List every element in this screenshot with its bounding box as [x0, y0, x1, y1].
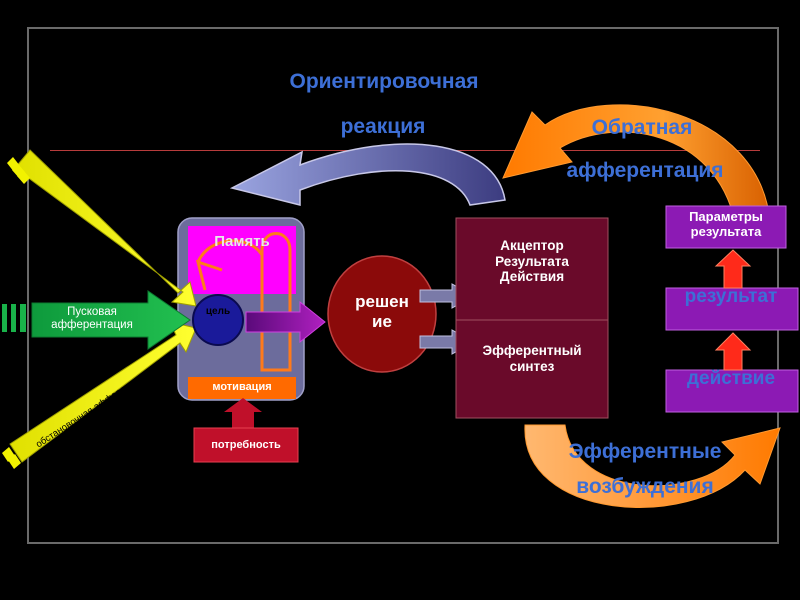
action-label: действие: [686, 368, 776, 389]
feedback-label-2: афферентация: [566, 159, 724, 182]
goal-label: цель: [205, 306, 231, 317]
acceptor-box: [455, 217, 609, 321]
trigger-label-2: афферентация: [51, 319, 133, 332]
goal-to-decision-arrow: [245, 300, 326, 344]
orienting-label-2: реакция: [340, 115, 426, 138]
orienting-label-1: Ориентировочная: [289, 70, 479, 93]
trigger-label-1: Пусковая: [67, 306, 117, 318]
memory-label: Память: [214, 233, 270, 250]
trigger-arrow: [31, 290, 191, 350]
goal-circle: [192, 294, 244, 346]
result-label: результат: [684, 286, 778, 307]
efferent-synthesis-label-1: Эфферентный: [482, 343, 582, 358]
efferent-synthesis-label-2: синтез: [509, 358, 555, 374]
efferent-synthesis-box: [455, 319, 609, 419]
situational-arrow-top: [14, 149, 197, 307]
result-box: [665, 287, 799, 331]
orienting-arrow: [229, 143, 506, 206]
acceptor-label-3: Действия: [499, 269, 565, 285]
memory-box: [188, 226, 296, 294]
situational-dashes-top: [7, 157, 30, 184]
action-to-result-arrow: [714, 332, 752, 371]
efferent-excitations-label-2: возбуждения: [576, 475, 714, 498]
params-label-1: Параметры: [689, 209, 763, 224]
efferent-excitations-label-1: Эфферентные: [568, 440, 722, 463]
trigger-dashes: [2, 304, 26, 332]
need-arrow: [224, 398, 262, 428]
decision-label: решение: [355, 292, 409, 332]
action-box: [665, 369, 799, 413]
feedback-label-1: Обратная: [591, 116, 693, 139]
memory-loop-arrow: [195, 232, 292, 372]
need-box: [193, 427, 299, 463]
params-box: [665, 205, 787, 249]
efferent-excitations-arrow: [524, 424, 781, 508]
situational-dashes-bottom: [2, 447, 21, 469]
acceptor-label-2: Результата: [495, 253, 569, 269]
need-label: потребность: [211, 439, 281, 451]
result-to-params-arrow: [714, 249, 752, 289]
decision-circle: [327, 255, 437, 373]
motivation-box: [188, 377, 296, 399]
params-label-2: результата: [690, 223, 762, 239]
acceptor-label-1: Акцептор: [500, 238, 564, 253]
slide-frame: [27, 27, 779, 544]
feedback-arrow: [502, 104, 771, 223]
motivation-label: мотивация: [212, 381, 272, 393]
